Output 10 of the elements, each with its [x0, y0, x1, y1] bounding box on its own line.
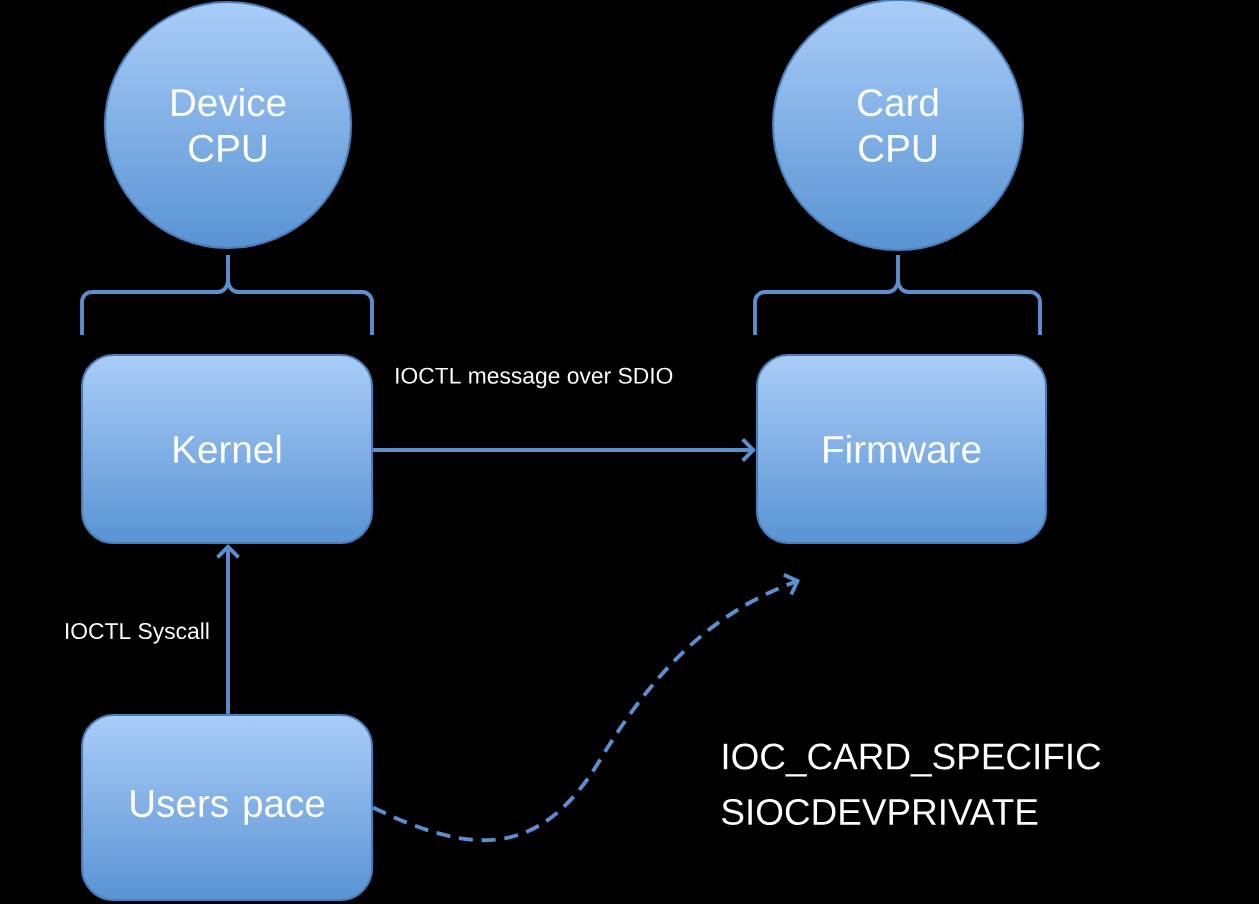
code-label: IOC_CARD_SPECIFIC [723, 743, 1101, 777]
process-box: Kernel [80, 353, 374, 545]
process-box: Firmware [755, 353, 1048, 545]
arrow [372, 573, 800, 842]
arrow [373, 438, 756, 462]
edge-label: IOCTL message over SDIO [396, 367, 673, 389]
code-label: SIOCDEVPRIVATE [722, 798, 1038, 826]
process-box: Users pace [80, 713, 374, 902]
arrow [216, 544, 240, 714]
edge-label: IOCTL Syscall [66, 622, 209, 644]
